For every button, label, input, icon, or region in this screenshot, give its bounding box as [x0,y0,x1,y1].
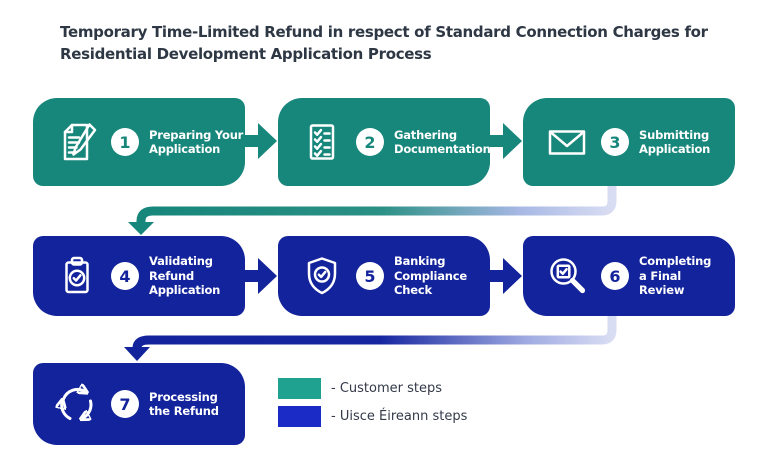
legend-swatch-customer [278,378,321,399]
step-number-badge: 5 [356,262,384,290]
page-title: Temporary Time-Limited Refund in respect… [60,23,708,63]
step-6-completing-a-final-review: 6 Completing a Final Review [523,236,735,316]
arrow-right-icon [490,258,522,294]
clipboard-check-icon [53,252,101,300]
legend-label: - Uisce Éireann steps [331,409,468,424]
step-label: Submitting Application [639,127,711,156]
step-label: Gathering Documentation [394,127,491,156]
step-7-processing-the-refund: 7 Processing the Refund [33,363,245,445]
legend-item-uisce-eireann-steps: - Uisce Éireann steps [278,406,467,427]
step-label: Validating Refund Application [149,254,221,298]
arrow-right-icon [245,258,277,294]
step-number-badge: 3 [601,128,629,156]
legend: - Customer steps - Uisce Éireann steps [278,378,467,434]
magnifier-checkbox-icon [543,252,591,300]
step-label: Preparing Your Application [149,127,244,156]
arrow-down-icon [128,222,154,235]
step-label: Processing the Refund [149,389,219,418]
checklist-icon [298,118,346,166]
legend-item-customer-steps: - Customer steps [278,378,467,399]
cycle-arrows-icon [53,380,101,428]
step-number-badge: 4 [111,262,139,290]
arrow-right-icon [245,123,277,159]
legend-label: - Customer steps [331,381,442,396]
document-pencil-icon [53,118,101,166]
legend-swatch-uisce-eireann [278,406,321,427]
envelope-icon [543,118,591,166]
step-2-gathering-documentation: 2 Gathering Documentation [278,98,491,186]
connector-step6-to-step7 [132,316,617,349]
shield-check-icon [298,252,346,300]
step-3-submitting-application: 3 Submitting Application [523,98,735,186]
step-label: Completing a Final Review [639,254,712,298]
connector-step3-to-step4 [136,186,617,223]
step-label: Banking Compliance Check [394,254,468,298]
step-1-preparing-your-application: 1 Preparing Your Application [33,98,245,186]
step-number-badge: 6 [601,262,629,290]
arrow-down-icon [124,347,150,361]
arrow-right-icon [490,123,522,159]
step-number-badge: 2 [356,128,384,156]
step-4-validating-refund-application: 4 Validating Refund Application [33,236,245,316]
step-number-badge: 7 [111,390,139,418]
step-5-banking-compliance-check: 5 Banking Compliance Check [278,236,490,316]
step-number-badge: 1 [111,128,139,156]
